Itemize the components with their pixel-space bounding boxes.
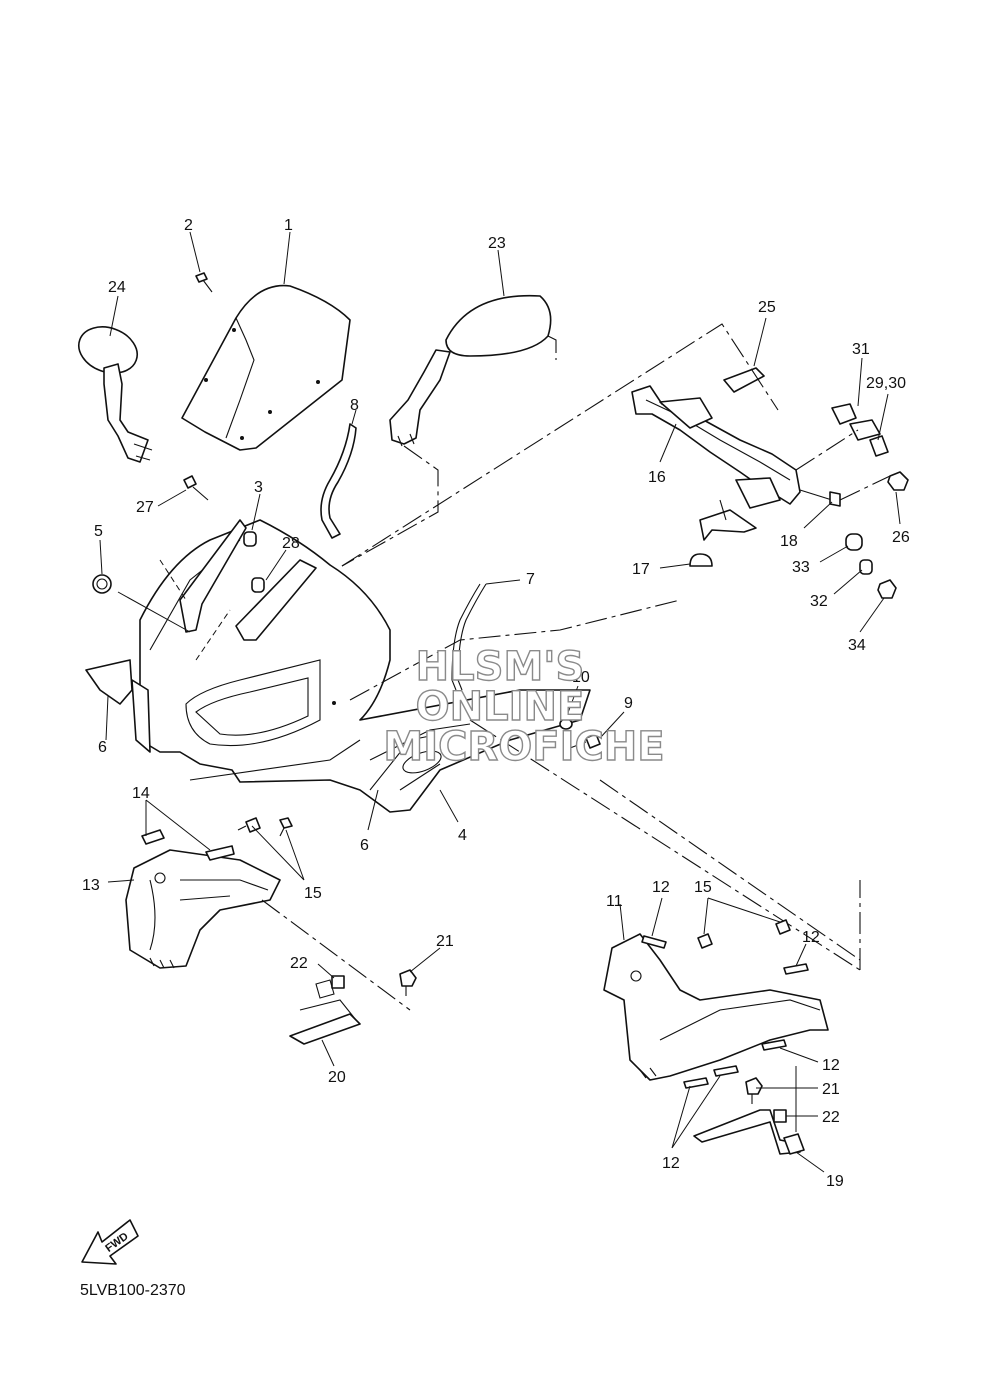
callout-15-left: 15 [304,885,322,902]
callout-21-left: 21 [436,933,454,950]
callout-21-right: 21 [822,1081,840,1098]
callout-8: 8 [350,397,359,414]
windscreen-part[interactable] [181,284,351,451]
left-under-cowling-part[interactable] [125,849,281,969]
callout-16: 16 [648,469,666,486]
callout-10: 10 [572,669,590,686]
callout-12-right: 12 [802,929,820,946]
front-cowling-part[interactable] [139,519,591,813]
callout-2: 2 [184,217,193,234]
bolt-part[interactable] [745,1077,763,1104]
grommet-part[interactable] [92,531,265,594]
collar-part[interactable] [559,718,573,730]
callout-13: 13 [82,877,100,894]
callout-12-top: 12 [652,879,670,896]
callout-34: 34 [848,637,866,654]
callout-12-mid: 12 [822,1057,840,1074]
callout-11: 11 [606,893,623,910]
watermark-line-3: MICROFICHE [383,724,664,770]
callout-17: 17 [632,561,650,578]
bolt-part[interactable] [237,817,293,837]
callout-22-left: 22 [290,955,308,972]
callout-5: 5 [94,523,103,540]
left-mirror-part[interactable] [72,319,153,463]
callout-1: 1 [284,217,293,234]
bolt-part[interactable] [799,489,841,507]
callout-29-30: 29,30 [866,375,906,392]
callout-32: 32 [810,593,828,610]
callout-26: 26 [892,529,910,546]
wire-part[interactable] [451,583,487,691]
callout-20: 20 [328,1069,346,1086]
callout-12-bottom: 12 [662,1155,680,1172]
bracket-part[interactable] [693,1109,805,1155]
right-under-cowling-part[interactable] [603,933,829,1081]
bolt-part[interactable] [569,733,601,749]
damper-part[interactable] [845,533,897,599]
cowling-bracket-part[interactable] [159,519,317,661]
callout-3: 3 [254,479,263,496]
callout-19: 19 [826,1173,844,1190]
callout-15-right: 15 [694,879,712,896]
callout-18: 18 [780,533,798,550]
screw-part[interactable] [195,272,213,293]
callout-7: 7 [526,571,535,588]
callout-25: 25 [758,299,776,316]
callout-9: 9 [624,695,633,712]
callout-labels: 1 2 3 4 5 6 6 7 8 9 10 11 12 12 12 12 13… [82,217,910,1190]
grommet-part[interactable] [689,553,713,567]
pad-part[interactable] [141,829,235,861]
pad-part[interactable] [641,935,809,1089]
watermark-line-1: HLSM'S [416,644,585,690]
bolt-part[interactable] [183,475,209,501]
leader-lines [99,231,901,1173]
callout-23: 23 [488,235,506,252]
bolt-part[interactable] [697,919,791,949]
nut-part[interactable] [773,1109,787,1123]
nut-part[interactable] [887,471,909,491]
cowling-stay-part[interactable] [631,385,801,541]
forward-arrow-icon: FWD [81,1219,139,1265]
watermark: HLSM'S ONLINE MICROFICHE [383,643,666,770]
diagram-code: 5LVB100-2370 [80,1282,186,1299]
callout-33: 33 [792,559,810,576]
callout-4: 4 [458,827,467,844]
hose-part[interactable] [320,423,357,539]
clip-part[interactable] [831,403,889,457]
callout-6-right: 6 [360,837,369,854]
callout-27: 27 [136,499,154,516]
callout-22-right: 22 [822,1109,840,1126]
bracket-part[interactable] [289,979,361,1045]
watermark-line-2: ONLINE [416,684,585,730]
left-duct-part[interactable] [85,659,151,753]
callout-31: 31 [852,341,870,358]
right-mirror-part[interactable] [389,294,552,447]
nut-part[interactable] [331,975,345,989]
callout-6-left: 6 [98,739,107,756]
bolt-part[interactable] [399,969,417,996]
callout-28: 28 [282,535,300,552]
callout-14: 14 [132,785,150,802]
callout-24: 24 [108,279,126,296]
